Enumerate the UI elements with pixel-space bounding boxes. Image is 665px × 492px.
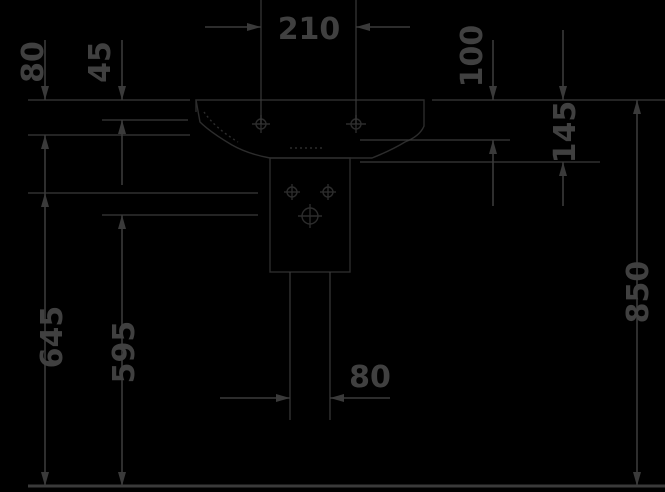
dim-645-label: 645 <box>35 306 70 369</box>
dim-80-top-label: 80 <box>16 41 51 83</box>
fixing-left <box>284 184 300 200</box>
dim-100-label: 100 <box>455 25 490 88</box>
fixing-right <box>320 184 336 200</box>
dim-145-label: 145 <box>548 101 583 164</box>
dim-80-top: 80 <box>16 40 190 101</box>
dim-595-label: 595 <box>107 321 142 384</box>
pedestal <box>269 157 351 273</box>
dim-80-bottom: 80 <box>220 272 391 420</box>
dim-210-label: 210 <box>278 12 341 47</box>
dim-850: 850 <box>621 100 656 486</box>
dim-45-label: 45 <box>83 41 118 83</box>
dim-80-bottom-label: 80 <box>349 360 391 395</box>
dim-145: 145 <box>360 30 600 206</box>
washbasin <box>195 99 425 159</box>
dim-100: 100 <box>360 25 665 206</box>
dim-210: 210 <box>205 0 410 124</box>
dim-850-label: 850 <box>621 261 656 324</box>
waste-outlet <box>298 204 322 228</box>
dim-45: 45 <box>83 40 188 185</box>
dim-645: 645 <box>28 134 258 486</box>
dim-595: 595 <box>102 214 258 486</box>
